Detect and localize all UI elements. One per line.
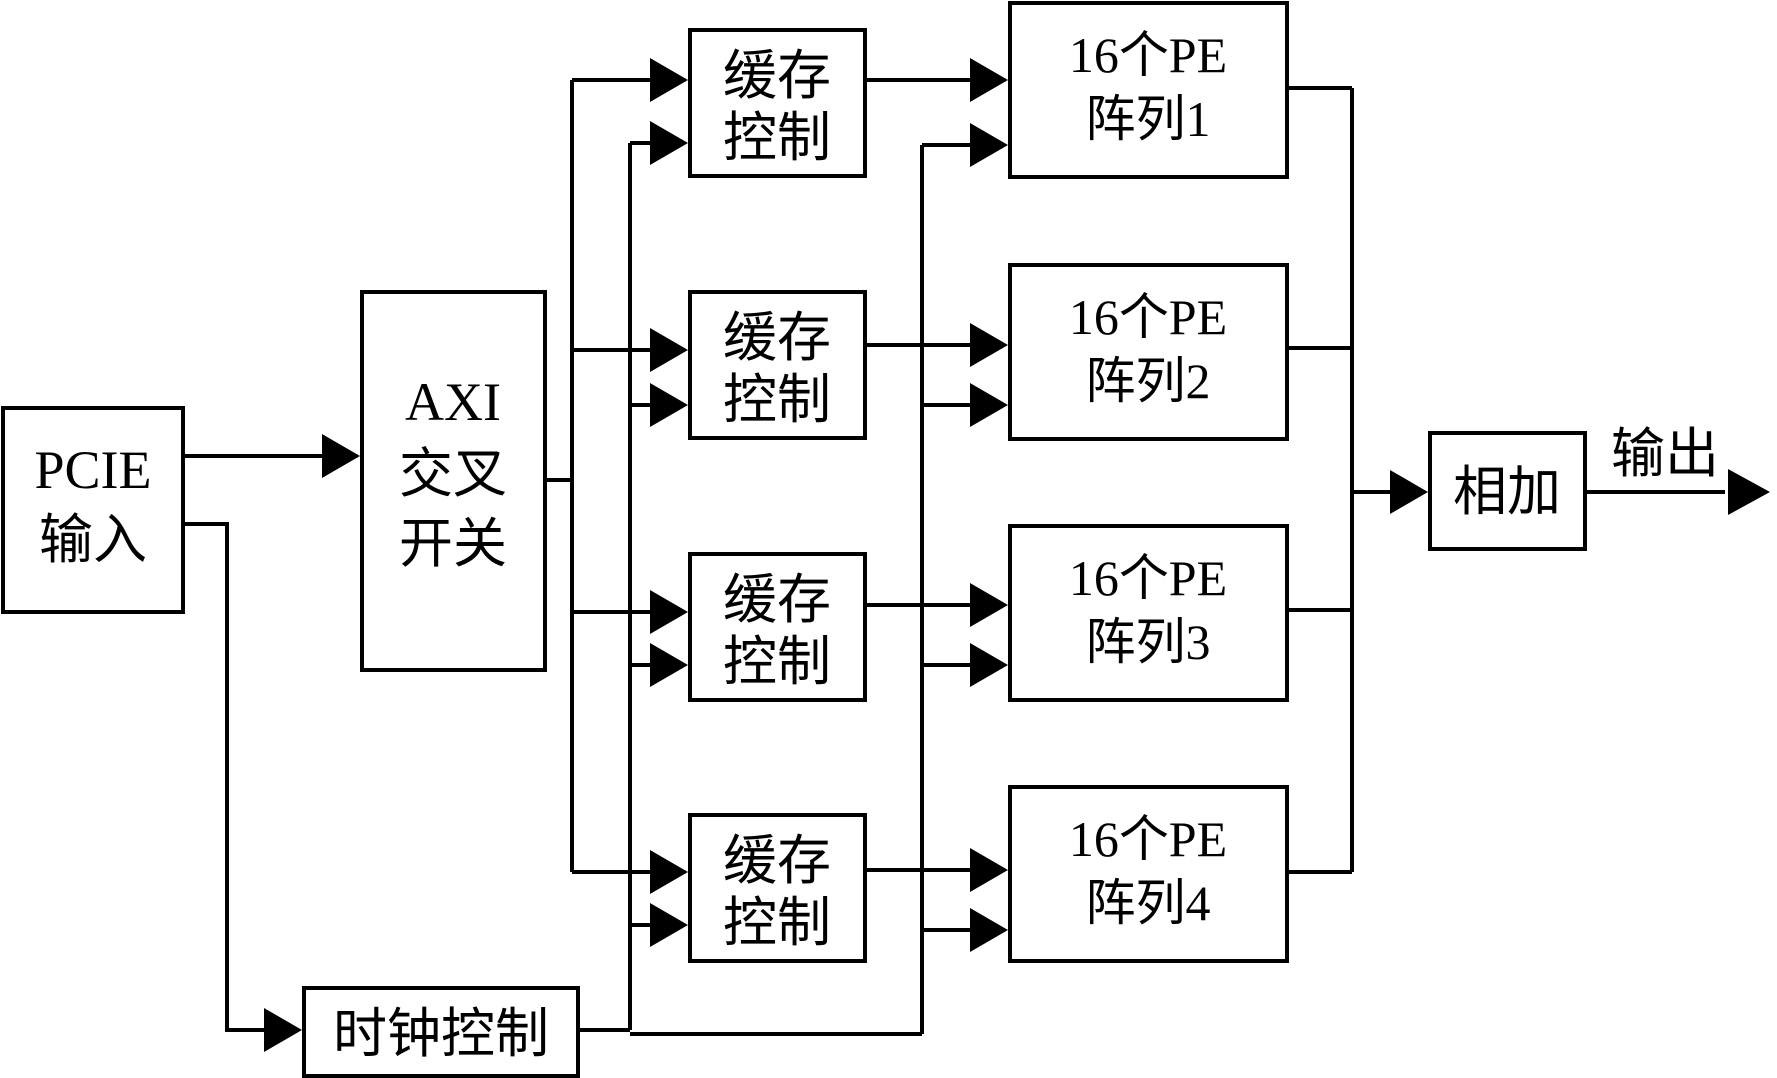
buffer-label-line1: 缓存: [723, 46, 831, 106]
arrow-clock-buffer-1: [650, 121, 688, 165]
clock-control-box: [302, 986, 580, 1078]
buffer-label-line1: 缓存: [723, 570, 831, 630]
clock-control-block: 时钟控制: [302, 986, 580, 1078]
arrow-output: [1728, 469, 1770, 515]
arrow-into-axi: [322, 434, 360, 478]
buffer-label-line1: 缓存: [723, 831, 831, 891]
pe-label-line2: 阵列2: [1086, 353, 1211, 409]
wire-pcie-to-clock: [183, 522, 268, 1032]
connections: [183, 78, 1725, 1036]
pe-array-box: [1008, 263, 1289, 441]
buffer-control-4: 缓存 控制: [688, 813, 867, 963]
adder-label: 相加: [1453, 462, 1561, 522]
arrow-clock-pe-1: [970, 123, 1008, 167]
buffer-control-box: [688, 552, 867, 702]
arrow-buffer-pe-4: [970, 848, 1008, 892]
buffer-control-2: 缓存 控制: [688, 290, 867, 440]
clock-control-label: 时钟控制: [333, 1004, 549, 1064]
pe-array-1: 16个PE 阵列1: [1008, 1, 1289, 179]
axi-crossbar-box: [360, 290, 547, 672]
buffer-label-line2: 控制: [723, 893, 831, 953]
buffer-control-1: 缓存 控制: [688, 28, 867, 178]
buffer-control-box: [688, 290, 867, 440]
pcie-label-line2: 输入: [39, 510, 147, 570]
pe-array-box: [1008, 524, 1289, 702]
pe-label-line1: 16个PE: [1069, 550, 1227, 606]
adder-box: [1428, 431, 1587, 551]
arrow-into-adder: [1390, 470, 1428, 514]
buffer-label-line2: 控制: [723, 108, 831, 168]
buffer-label-line1: 缓存: [723, 308, 831, 368]
arrow-buffer-pe-2: [970, 323, 1008, 367]
arrow-into-clock: [264, 1008, 302, 1052]
buffer-control-box: [688, 813, 867, 963]
pe-label-line2: 阵列4: [1086, 875, 1211, 931]
pe-array-box: [1008, 785, 1289, 963]
pcie-label-line1: PCIE: [34, 440, 151, 500]
buffer-label-line2: 控制: [723, 632, 831, 692]
output-label: 输出: [1611, 424, 1719, 484]
pe-label-line2: 阵列3: [1086, 614, 1211, 670]
buffer-control-3: 缓存 控制: [688, 552, 867, 702]
axi-label-line1: AXI: [405, 372, 501, 432]
pe-label-line1: 16个PE: [1069, 811, 1227, 867]
arrow-clock-buffer-2: [650, 383, 688, 427]
arrow-clock-pe-4: [970, 908, 1008, 952]
arrow-buffer-pe-3: [970, 583, 1008, 627]
axi-label-line2: 交叉: [399, 444, 507, 504]
arrow-buffer-pe-1: [970, 58, 1008, 102]
pe-label-line2: 阵列1: [1086, 91, 1211, 147]
pcie-input-block: PCIE 输入: [1, 406, 185, 614]
arrow-axi-buffer-2: [650, 328, 688, 372]
pe-label-line1: 16个PE: [1069, 27, 1227, 83]
pe-array-2: 16个PE 阵列2: [1008, 263, 1289, 441]
axi-crossbar-block: AXI 交叉 开关: [360, 290, 547, 672]
buffer-label-line2: 控制: [723, 370, 831, 430]
axi-label-line3: 开关: [399, 514, 507, 574]
pe-array-4: 16个PE 阵列4: [1008, 785, 1289, 963]
buffer-control-box: [688, 28, 867, 178]
pe-array-3: 16个PE 阵列3: [1008, 524, 1289, 702]
arrow-clock-buffer-3: [650, 643, 688, 687]
arrow-clock-buffer-4: [650, 903, 688, 947]
arrow-clock-pe-3: [970, 643, 1008, 687]
arrow-axi-buffer-3: [650, 590, 688, 634]
arrow-axi-buffer-4: [650, 850, 688, 894]
pcie-input-box: [1, 406, 185, 614]
pe-array-box: [1008, 1, 1289, 179]
arrow-axi-buffer-1: [650, 58, 688, 102]
adder-block: 相加: [1428, 431, 1587, 551]
arrowheads: [264, 58, 1770, 1052]
pe-label-line1: 16个PE: [1069, 289, 1227, 345]
arrow-clock-pe-2: [970, 383, 1008, 427]
